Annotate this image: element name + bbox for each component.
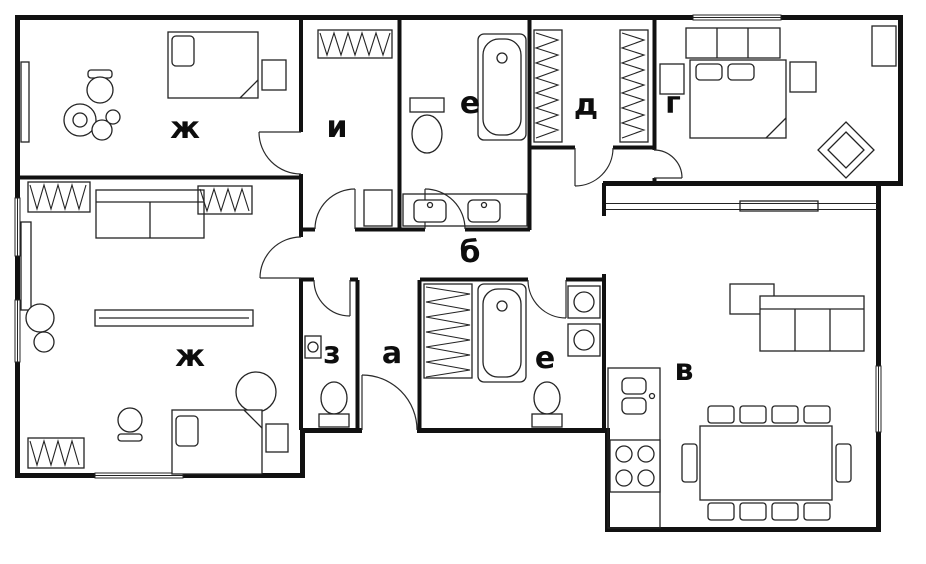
room-label-dressing-room: и: [326, 110, 347, 145]
door-swing-icon: [313, 279, 351, 317]
nightstand-icon: [265, 423, 289, 453]
cabinet-icon: [363, 189, 393, 227]
dining-table-icon: [699, 425, 833, 501]
plant-icon: [25, 303, 55, 353]
furniture-living-kitchen: [607, 283, 865, 529]
nightstand-icon: [789, 61, 817, 93]
entrance-door-swing-icon: [361, 374, 418, 431]
room-label-bedroom-bottom-left: ж: [175, 339, 205, 374]
wardrobe-rail-icon: [619, 29, 649, 143]
furniture-bathroom-top: [402, 33, 528, 227]
desk-chair-icon: [117, 407, 143, 442]
bathtub-icon: [477, 283, 527, 383]
side-table-icon: [235, 371, 277, 413]
window-band: [606, 200, 877, 212]
cabinet-icon: [871, 25, 897, 67]
door-swing-icon: [574, 147, 614, 187]
window-icon: [14, 197, 21, 257]
furniture-dressing-room: [317, 29, 393, 227]
window-icon: [94, 472, 184, 479]
sink-icon: [402, 193, 528, 227]
room-label-bedroom-top-right: г: [665, 86, 681, 121]
wardrobe-rail-icon: [197, 185, 253, 215]
room-label-living-kitchen: в: [675, 353, 694, 388]
pillow-icon: [727, 63, 755, 81]
furniture-bedroom-top-left: [20, 31, 287, 143]
room-labels: ж и е д г б з а е в ж: [170, 86, 693, 388]
radiator-icon: [20, 61, 30, 143]
toilet-icon: [531, 381, 563, 428]
stove-icon: [609, 439, 661, 493]
wardrobe-rail-icon: [317, 29, 393, 59]
pillow-icon: [175, 415, 199, 447]
corner-sink-icon: [304, 335, 322, 359]
radiator-icon: [739, 200, 819, 212]
toilet-icon: [318, 381, 350, 428]
room-label-wardrobe-room: д: [574, 88, 598, 123]
furniture-wc: [304, 335, 350, 428]
radiator-icon: [20, 221, 32, 311]
wardrobe-rail-icon: [533, 29, 563, 143]
door-swing-icon: [653, 149, 683, 179]
door-swing-icon: [259, 236, 302, 279]
room-label-hallway: б: [460, 235, 481, 270]
window-icon: [692, 14, 782, 21]
door-swing-icon: [527, 279, 567, 319]
room-label-bathroom-top: е: [460, 86, 480, 121]
bathtub-icon: [477, 33, 527, 141]
console-shelf-icon: [94, 309, 254, 327]
room-label-entry-hall: а: [382, 336, 402, 371]
room-label-wc: з: [323, 336, 340, 371]
wardrobe-rail-icon: [27, 437, 85, 469]
washer-icon: [567, 323, 601, 357]
furniture-bedroom-top-right: [659, 25, 897, 179]
furniture-bathroom-bottom: [423, 283, 601, 428]
washer-icon: [567, 285, 601, 319]
door-swing-icon: [258, 131, 302, 175]
doors: [258, 131, 683, 431]
wardrobe-rail-icon: [27, 181, 91, 213]
window-icon: [875, 365, 882, 433]
room-label-bathroom-bottom: е: [535, 341, 555, 376]
wardrobe-icon: [685, 27, 781, 59]
window-icon: [14, 299, 21, 363]
sofa-icon: [759, 295, 865, 352]
furniture-wardrobe-room: [533, 29, 649, 143]
wardrobe-rail-icon: [423, 283, 473, 379]
plant-icon: [63, 103, 121, 141]
sink-icon: [621, 377, 656, 415]
room-label-bedroom-top-left: ж: [170, 111, 200, 146]
nightstand-icon: [659, 63, 685, 95]
furniture-bedroom-bottom-left: [20, 181, 289, 475]
pillow-icon: [171, 35, 195, 67]
nightstand-icon: [261, 59, 287, 91]
desk-chair-icon: [86, 69, 114, 104]
toilet-icon: [409, 97, 445, 154]
door-swing-icon: [314, 188, 356, 230]
windows: [14, 14, 882, 479]
pillow-icon: [695, 63, 723, 81]
sofa-icon: [95, 189, 205, 239]
chair-icon: [681, 405, 852, 521]
armchair-icon: [817, 121, 875, 179]
